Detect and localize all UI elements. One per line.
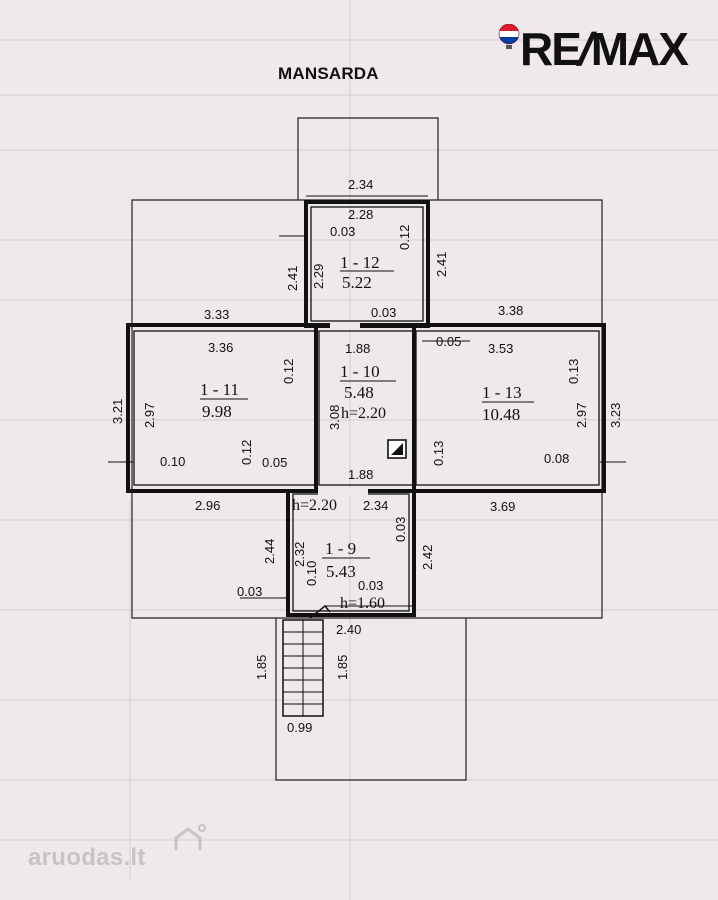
corridor-height-label: h=2.20	[292, 497, 337, 514]
dim-value: 3.38	[498, 303, 523, 318]
dim-value: 3.36	[208, 340, 233, 355]
room-label-1-12: 1 - 12 5.22	[340, 253, 394, 292]
room-label-1-9: 1 - 9 5.43 h=1.60	[322, 539, 385, 612]
dim-value: 3.21	[110, 399, 125, 424]
dim-value: 0.10	[160, 454, 185, 469]
dim-value: 2.97	[574, 403, 589, 428]
dim-value: 1.85	[335, 655, 350, 680]
dim-value: 1.85	[254, 655, 269, 680]
svg-text:h=1.60: h=1.60	[340, 595, 385, 612]
dim-value: 2.34	[348, 177, 373, 192]
dim-value: 2.34	[363, 498, 388, 513]
dim-value: 2.44	[262, 539, 277, 564]
dim-value: 0.12	[239, 440, 254, 465]
dimension-lines	[108, 195, 626, 607]
house-icon	[174, 824, 206, 850]
dim-value: 0.10	[304, 561, 319, 586]
dim-value: 0.13	[566, 359, 581, 384]
dim-value: 0.03	[358, 578, 383, 593]
dim-value: 0.05	[436, 334, 461, 349]
dim-value: 2.41	[434, 252, 449, 277]
dim-value: 0.03	[393, 517, 408, 542]
svg-text:5.22: 5.22	[342, 273, 372, 292]
svg-text:9.98: 9.98	[202, 402, 232, 421]
dim-value: 0.08	[544, 451, 569, 466]
remax-logo: RE/MAX	[498, 20, 698, 78]
dim-value: 2.32	[292, 542, 307, 567]
dim-value: 0.12	[397, 225, 412, 250]
room-label-1-13: 1 - 13 10.48	[482, 383, 534, 424]
dim-value: 0.13	[431, 441, 446, 466]
dim-value: 3.69	[490, 499, 515, 514]
dim-value: 2.29	[311, 264, 326, 289]
dim-value: 3.08	[327, 405, 342, 430]
dim-value: 3.33	[204, 307, 229, 322]
svg-text:h=2.20: h=2.20	[341, 405, 386, 422]
dim-value: 2.42	[420, 545, 435, 570]
dim-value: 0.03	[330, 224, 355, 239]
dim-value: 2.96	[195, 498, 220, 513]
svg-text:1 - 11: 1 - 11	[200, 380, 239, 399]
svg-text:5.43: 5.43	[326, 562, 356, 581]
logo-wordmark: RE/MAX	[520, 23, 689, 75]
svg-text:1 - 10: 1 - 10	[340, 362, 380, 381]
page-title: MANSARDA	[278, 64, 379, 83]
dim-value: 0.03	[371, 305, 396, 320]
chimney-icon	[387, 439, 407, 459]
room-label-1-11: 1 - 11 9.98	[200, 380, 248, 421]
room-label-1-10: 1 - 10 5.48 h=2.20	[340, 362, 396, 422]
svg-text:1 - 13: 1 - 13	[482, 383, 522, 402]
dim-value: 2.97	[142, 403, 157, 428]
svg-text:1 - 12: 1 - 12	[340, 253, 380, 272]
dim-value: 0.03	[237, 584, 262, 599]
dim-value: 2.40	[336, 622, 361, 637]
dim-value: 1.88	[345, 341, 370, 356]
dim-value: 0.12	[281, 359, 296, 384]
svg-text:10.48: 10.48	[482, 405, 520, 424]
balloon-icon	[498, 24, 520, 49]
aruodas-watermark: aruodas.lt	[28, 824, 208, 878]
door-openings	[318, 322, 368, 495]
svg-text:1 - 9: 1 - 9	[325, 539, 356, 558]
dim-value: 0.05	[262, 455, 287, 470]
svg-text:5.48: 5.48	[344, 383, 374, 402]
dim-value: 2.28	[348, 207, 373, 222]
staircase	[282, 604, 331, 717]
dim-value: 0.99	[287, 720, 312, 735]
dimension-values: 2.34 2.28 0.03 0.12 2.29 2.41 2.41 0.03 …	[110, 177, 623, 735]
dim-value: 1.88	[348, 467, 373, 482]
dim-value: 2.41	[285, 266, 300, 291]
dim-value: 3.53	[488, 341, 513, 356]
dim-value: 3.23	[608, 403, 623, 428]
